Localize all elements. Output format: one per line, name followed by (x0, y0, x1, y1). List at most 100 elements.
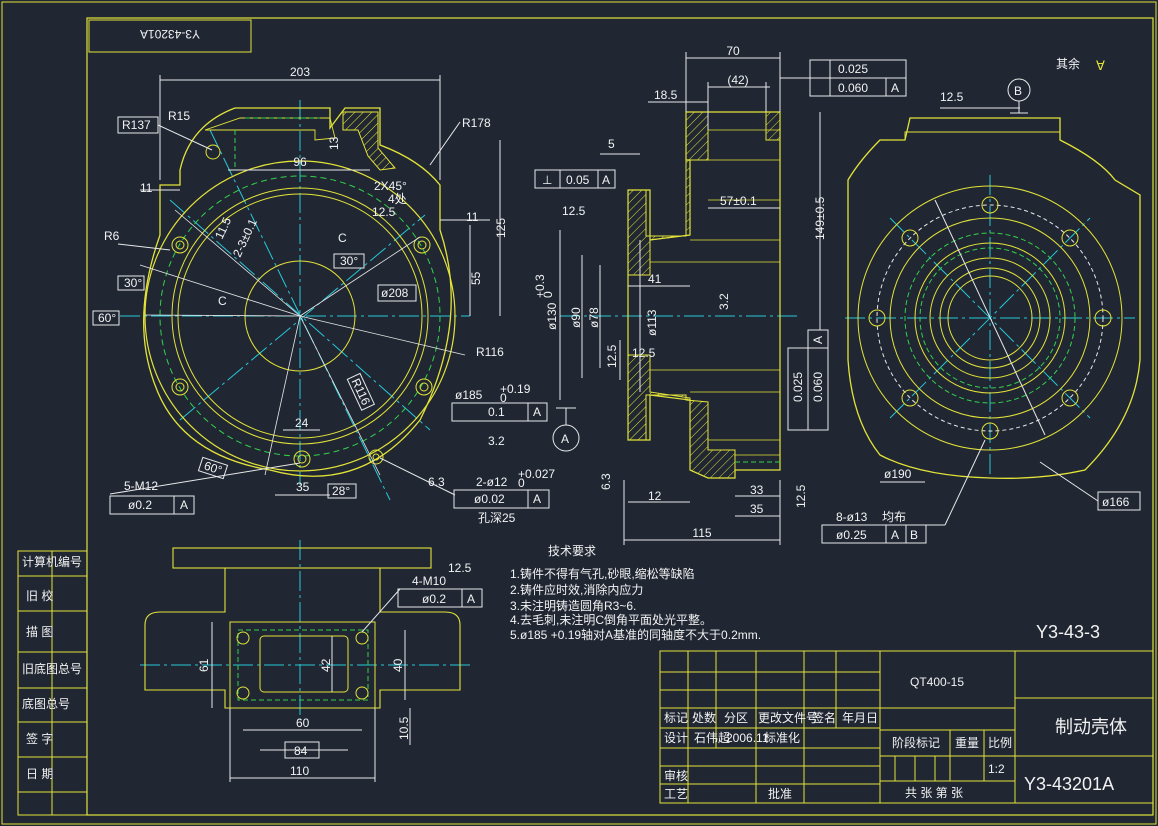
tol-datum-a7: A (891, 528, 899, 542)
dim-ang60a: 60° (98, 311, 116, 325)
dim-ang60b: 60° (202, 459, 224, 478)
dim-d130-tol-low: 0 (541, 291, 555, 298)
dim-18-5: 18.5 (654, 88, 678, 102)
dim-d208: ø208 (381, 286, 409, 300)
front-view-dimensions: 203 R137 R15 96 13 R178 11 2X45° 4处 12.5… (92, 65, 555, 525)
dim-24: 24 (295, 416, 309, 430)
dim-2-holes: 2-3±0.1 (230, 216, 260, 259)
dim-13: 13 (327, 136, 341, 150)
tb-scale-label: 比例 (988, 736, 1012, 750)
thread-m10: 4-M10 (412, 574, 446, 588)
tech-req-item-3: 4.去毛刺,未注明C倒角平面处光平整。 (510, 612, 712, 627)
bottom-view-dimensions: 12.5 4-M10 ø0.2 A 61 42 40 10.5 60 84 11… (197, 561, 483, 782)
rest-roughness-label: 其余 (1056, 56, 1080, 71)
dim-12-sec: 12 (648, 489, 662, 503)
ra-3-2-sec: 3.2 (717, 293, 731, 310)
tb-header-1: 处数 (692, 710, 716, 725)
tb-stage: 阶段标记 (892, 735, 940, 750)
tol-pos-0-25: ø0.25 (836, 528, 867, 542)
side-label-2: 描 图 (26, 625, 53, 639)
tech-req-item-2: 3.未注明铸造圆角R3~6. (510, 598, 636, 613)
tol-datum-a2: A (180, 498, 188, 512)
dim-d113: ø113 (645, 309, 659, 336)
dim-33: 33 (750, 483, 764, 497)
ra-12-5-front: 12.5 (372, 205, 396, 219)
dim-d185-tol: +0.19 (500, 382, 531, 396)
ra-12-5-bottom: 12.5 (448, 561, 472, 575)
tol-pos-0-02: ø0.02 (474, 492, 505, 506)
front-view (120, 100, 470, 501)
dim-d185: ø185 (455, 388, 483, 402)
tb-header-0: 标记 (664, 711, 688, 725)
tol-0-025-side: 0.025 (791, 372, 805, 402)
tb-date: 2006.11 (726, 731, 769, 745)
tb-header-2: 分区 (724, 711, 748, 725)
side-label-4: 底图总号 (22, 696, 70, 711)
tol-perp-0-05: 0.05 (566, 173, 590, 187)
hole-depth: 孔深25 (478, 511, 516, 525)
dim-10-5: 10.5 (397, 716, 411, 740)
ra-12-5-right: 12.5 (940, 90, 964, 104)
dim-4places: 4处 (388, 192, 407, 206)
dim-chamfer: 2X45° (374, 179, 407, 193)
dim-d78: ø78 (587, 307, 601, 328)
dim-57: 57±0.1 (720, 194, 757, 208)
tol-datum-a1: A (533, 405, 541, 419)
dim-203: 203 (290, 65, 310, 79)
title-block: 标记 处数 分区 更改文件号 签名 年月日 设计 石伟超 2006.11 标准化… (659, 650, 1154, 804)
sheet-code: Y3-43-3 (1036, 622, 1100, 642)
tb-designer: 石伟超 (694, 730, 730, 745)
tech-req-title: 技术要求 (548, 544, 596, 558)
scale: 1:2 (988, 762, 1005, 776)
dim-42: (42) (727, 73, 748, 87)
dim-11a: 11 (140, 181, 153, 195)
dim-55: 55 (469, 271, 483, 285)
tol-datum-a5: A (602, 173, 610, 187)
tb-design-label: 设计 (664, 731, 688, 745)
dim-ang28: 28° (332, 484, 350, 498)
dim-ang30a: 30° (124, 276, 142, 290)
svg-text:⊥: ⊥ (542, 173, 552, 187)
mirrored-drawing-number: Y3-43201A (140, 27, 200, 41)
tol-datum-a3: A (533, 492, 541, 506)
dim-149: 149±0.5 (813, 196, 827, 240)
ra-6-3-sec: 6.3 (599, 473, 613, 490)
tol-pos-0-2: ø0.2 (128, 498, 152, 512)
dim-42-bottom: 42 (319, 658, 333, 672)
dim-d166: ø166 (1102, 495, 1130, 509)
ra-12-5-sec-a: 12.5 (562, 204, 586, 218)
tb-sheets: 共 张 第 张 (905, 786, 963, 800)
dim-60: 60 (296, 716, 310, 730)
dim-41: 41 (648, 272, 662, 286)
side-label-strip: 计算机编号 旧 校 描 图 旧底图总号 底图总号 签 字 日 期 (17, 550, 88, 816)
side-label-1: 旧 校 (26, 588, 53, 603)
dim-12-5: 12.5 (605, 344, 619, 368)
dim-r116b: R116 (349, 376, 374, 407)
side-label-6: 日 期 (26, 767, 53, 781)
dim-5: 5 (608, 137, 615, 151)
dim-11b: 11 (466, 210, 479, 224)
dim-d185-tol-low: 0 (500, 391, 507, 405)
tb-review: 审核 (664, 768, 688, 783)
dim-r116a: R116 (476, 345, 504, 359)
dim-61: 61 (197, 658, 211, 672)
tech-req-item-1: 2.铸件应时效,消除内应力 (510, 582, 643, 597)
tol-0-060-side: 0.060 (811, 372, 825, 402)
tol-datum-b: B (910, 528, 918, 542)
bottom-view (140, 540, 470, 720)
dim-35: 35 (296, 480, 310, 494)
tol-datum-a8: A (467, 592, 475, 606)
dim-110: 110 (290, 764, 309, 778)
dim-2-d12: 2-ø12 (476, 475, 508, 489)
dim-35-sec: 35 (750, 502, 764, 516)
dim-r137: R137 (122, 118, 151, 132)
dim-115: 115 (692, 526, 711, 540)
tech-requirements: 技术要求 1.铸件不得有气孔,砂眼,缩松等缺陷 2.铸件应时效,消除内应力 3.… (510, 544, 761, 642)
mirrored-number-box (88, 19, 252, 53)
dim-d90: ø90 (569, 307, 583, 328)
tb-header-3: 更改文件号 (758, 710, 818, 725)
ra-6-3-front: 6.3 (428, 475, 445, 489)
thread-m12: 5-M12 (124, 479, 158, 493)
datum-a-marker: A (561, 432, 569, 446)
